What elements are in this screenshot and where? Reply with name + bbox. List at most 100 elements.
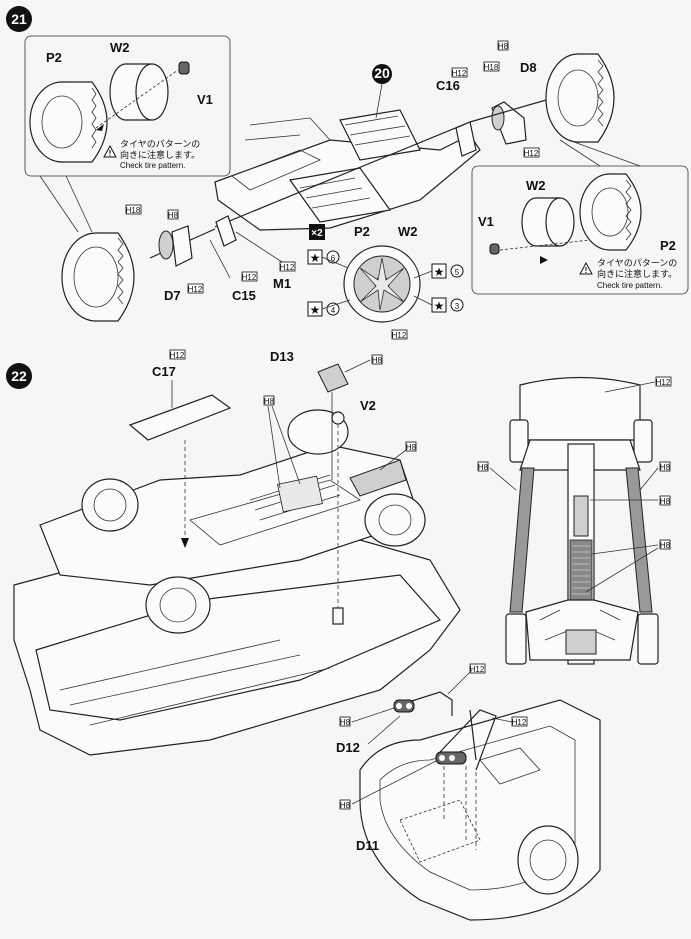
star-icon: ★ xyxy=(310,251,321,265)
rear-axle xyxy=(214,121,471,228)
right-hub-assembly: C16 D8 H8 H18 H12 H12 xyxy=(436,40,641,167)
label-c16: C16 xyxy=(436,78,460,93)
svg-text:H8: H8 xyxy=(660,497,671,506)
chassis-frame-21: 20 xyxy=(214,64,481,231)
svg-text:H8: H8 xyxy=(340,801,351,810)
inset-right-frame xyxy=(471,165,689,295)
label-d8: D8 xyxy=(520,60,537,75)
label-v1: V1 xyxy=(197,92,213,107)
svg-text:H8: H8 xyxy=(498,42,509,51)
svg-text:H12: H12 xyxy=(452,69,467,78)
part-d13 xyxy=(317,363,349,393)
warning-icon xyxy=(103,144,117,158)
grille-pattern xyxy=(277,475,323,513)
tire-tread xyxy=(91,87,97,149)
wheel-rv-rr xyxy=(637,613,659,665)
svg-text:H12: H12 xyxy=(656,378,671,387)
wheel-rear-detail xyxy=(517,825,579,895)
label-c15: C15 xyxy=(232,288,256,303)
inset-right: W2 V1 P2 ! タイヤのパターンの 向きに注意します。 Check tir… xyxy=(471,165,689,295)
svg-text:×2: ×2 xyxy=(311,228,323,239)
label-d12: D12 xyxy=(336,740,360,755)
side-rail-right xyxy=(625,467,653,613)
svg-text:H8: H8 xyxy=(264,397,275,406)
svg-text:H12: H12 xyxy=(512,718,527,727)
svg-text:H12: H12 xyxy=(188,285,203,294)
label-d7: D7 xyxy=(164,288,181,303)
step-number-badge xyxy=(6,6,32,32)
x2-badge xyxy=(309,224,325,240)
part-c15 xyxy=(215,215,237,247)
svg-text:Check tire pattern.: Check tire pattern. xyxy=(120,161,185,170)
label-d11: D11 xyxy=(356,838,379,853)
inset-left: P2 W2 V1 ! タイヤのパターンの 向きに注意します。 Check tir… xyxy=(24,35,231,177)
part-d12 xyxy=(395,691,453,716)
chassis-floor xyxy=(39,444,421,586)
chassis-front-view xyxy=(505,376,659,665)
svg-text:H12: H12 xyxy=(242,273,257,282)
svg-text:H12: H12 xyxy=(392,331,407,340)
svg-text:タイヤのパターンの: タイヤのパターンの xyxy=(120,139,200,149)
cap-v1-right xyxy=(489,243,500,255)
svg-text:H8: H8 xyxy=(406,443,417,452)
star-icon: ★ xyxy=(434,299,445,313)
svg-text:4: 4 xyxy=(331,306,336,315)
svg-text:!: ! xyxy=(585,266,588,275)
cap-v1-left xyxy=(178,61,190,75)
car-body-underside xyxy=(13,363,461,756)
step-number: 21 xyxy=(11,11,27,27)
svg-text:H12: H12 xyxy=(524,149,539,158)
wheel-rv-fl xyxy=(509,419,529,463)
step21: 21 P2 W2 V1 ! タイヤのパターンの 向きに xyxy=(6,6,689,340)
ref-step-badge xyxy=(372,64,392,84)
part-c16 xyxy=(455,121,477,157)
wheel-rear-right xyxy=(364,493,426,547)
part-d11 xyxy=(439,709,497,771)
svg-text:向きに注意します。: 向きに注意します。 xyxy=(120,149,200,160)
part-c17 xyxy=(128,394,232,441)
svg-text:H18: H18 xyxy=(484,63,499,72)
svg-text:H8: H8 xyxy=(660,541,671,550)
svg-text:H12: H12 xyxy=(170,351,185,360)
star-icon: ★ xyxy=(310,303,321,317)
center-wheel-assembly: ×2 P2 W2 H12 ★ 6 ★ 5 ★ 4 ★ 3 xyxy=(307,224,464,340)
label-v2: V2 xyxy=(360,398,376,413)
left-hub-assembly: H8 H18 H12 H12 H12 D7 C15 M1 xyxy=(61,204,296,322)
wheel-rv-rl xyxy=(505,613,527,665)
svg-text:H8: H8 xyxy=(660,463,671,472)
label-d13: D13 xyxy=(270,349,294,364)
svg-text:5: 5 xyxy=(455,268,460,277)
label-w2-center: W2 xyxy=(398,224,418,239)
part-d7 xyxy=(171,225,193,267)
part-d7-hub xyxy=(158,230,174,260)
svg-text:H18: H18 xyxy=(126,206,141,215)
wheel-front-left xyxy=(81,478,139,532)
label-w2-right: W2 xyxy=(526,178,546,193)
label-p2-right: P2 xyxy=(660,238,676,253)
inset-left-frame xyxy=(24,35,231,177)
step22: 22 xyxy=(6,349,672,921)
label-c17: C17 xyxy=(152,364,176,379)
svg-text:タイヤのパターンの: タイヤのパターンの xyxy=(597,258,677,268)
part-v2 xyxy=(331,411,345,425)
warning-icon-right xyxy=(579,261,593,275)
svg-text:H8: H8 xyxy=(340,718,351,727)
step-number-22: 22 xyxy=(11,368,27,384)
label-p2-center: P2 xyxy=(354,224,370,239)
star-icon: ★ xyxy=(434,265,445,279)
svg-text:H8: H8 xyxy=(372,356,383,365)
label-v1-right: V1 xyxy=(478,214,494,229)
svg-text:H8: H8 xyxy=(168,211,179,220)
wheel-rv-fr xyxy=(633,419,653,463)
label-p2: P2 xyxy=(46,50,62,65)
step-number-badge-22 xyxy=(6,363,32,389)
svg-text:H12: H12 xyxy=(470,665,485,674)
side-rail-left xyxy=(509,467,535,613)
svg-text:6: 6 xyxy=(331,254,336,263)
wheel-rear-left xyxy=(145,576,211,634)
svg-text:H8: H8 xyxy=(478,463,489,472)
label-m1: M1 xyxy=(273,276,291,291)
svg-text:3: 3 xyxy=(455,302,460,311)
